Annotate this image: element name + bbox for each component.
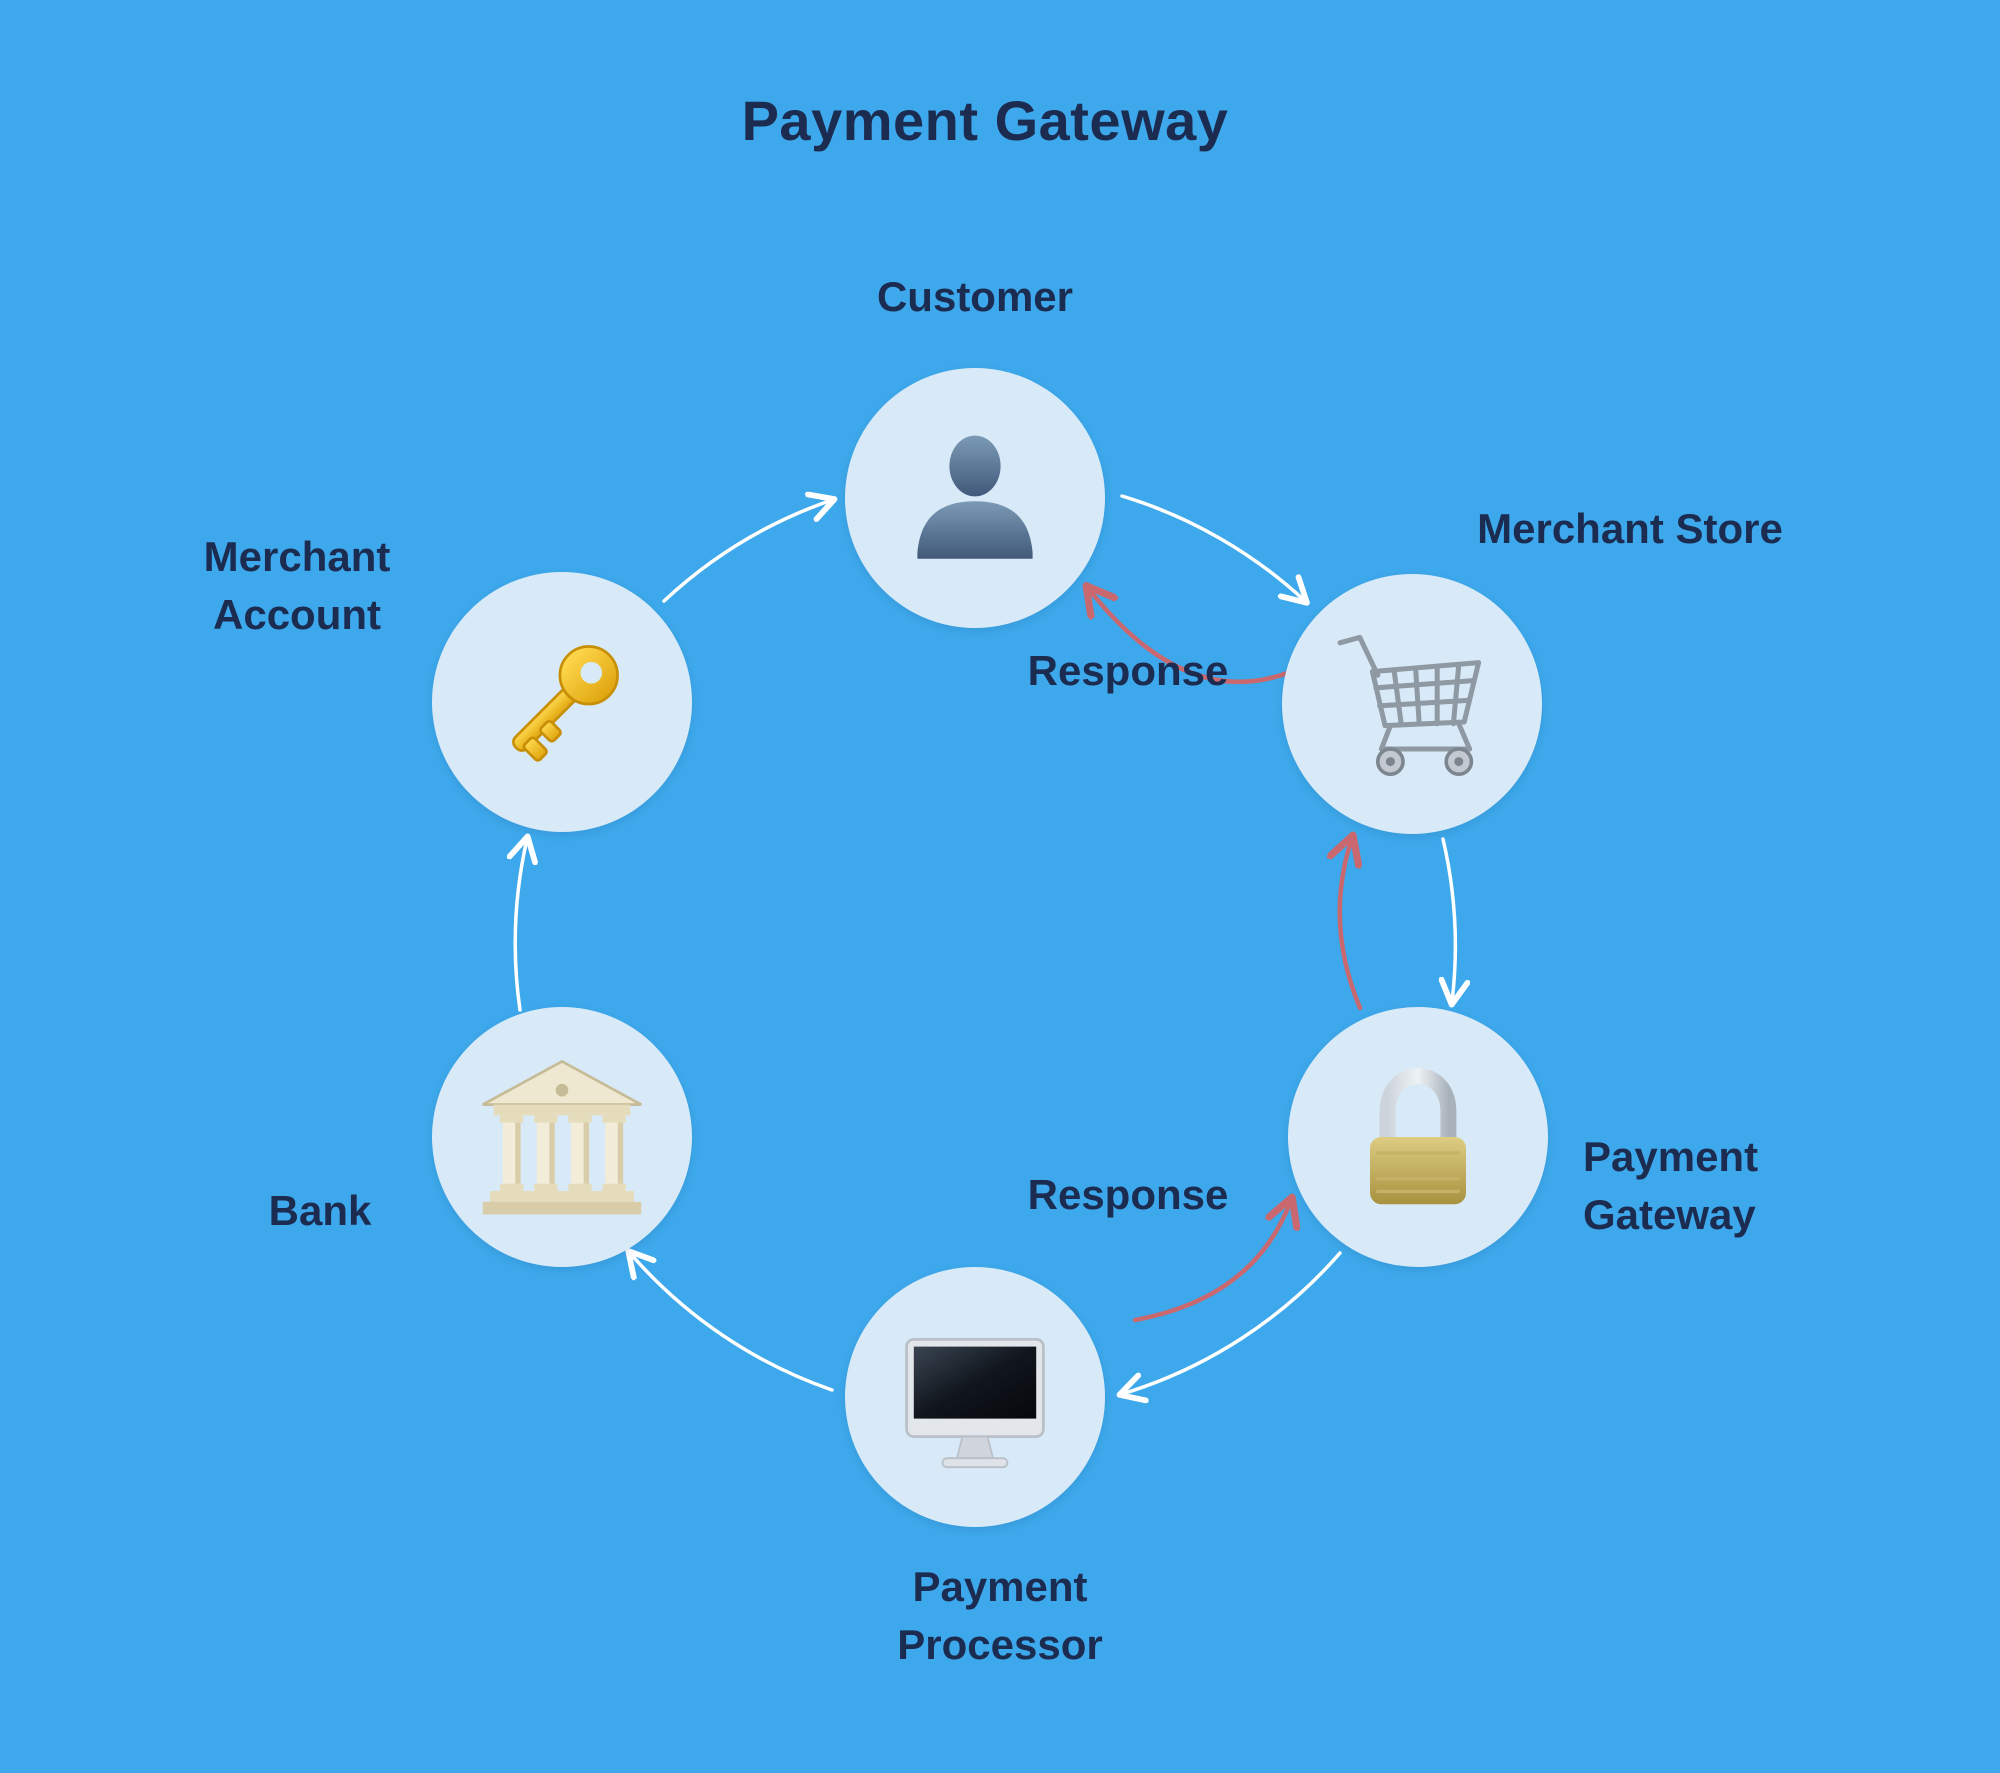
key-icon xyxy=(512,645,619,762)
node-payment-gateway xyxy=(1288,1007,1548,1267)
arrow-bank-to-merchant-account xyxy=(515,839,527,1012)
person-icon xyxy=(917,435,1033,559)
shopping-cart-icon xyxy=(1337,634,1482,776)
response-arrow-payment-gateway-to-merchant-store xyxy=(1340,838,1360,1011)
arrow-payment-gateway-to-payment-processor xyxy=(1122,1251,1342,1394)
padlock-icon xyxy=(1370,1068,1466,1205)
desktop-computer-icon xyxy=(905,1338,1045,1469)
diagram-title: Payment Gateway xyxy=(741,89,1229,152)
arrow-merchant-account-to-customer xyxy=(662,500,832,603)
bank-building-icon xyxy=(482,1059,642,1215)
arrow-merchant-store-to-payment-gateway xyxy=(1443,837,1455,1002)
node-label-bank: Bank xyxy=(268,1187,372,1234)
node-merchant-store xyxy=(1282,574,1542,834)
node-payment-processor xyxy=(845,1267,1105,1527)
node-merchant-account xyxy=(432,572,692,832)
node-label-merchant-account: Merchant Account xyxy=(203,533,391,638)
node-bank xyxy=(432,1007,692,1267)
arrow-payment-processor-to-bank xyxy=(630,1253,834,1392)
response-label-bottom: Response xyxy=(1027,1171,1229,1218)
node-label-payment-processor: Payment Processor xyxy=(897,1563,1103,1668)
response-label-top: Response xyxy=(1027,647,1229,694)
node-customer xyxy=(845,368,1105,628)
arrow-customer-to-merchant-store xyxy=(1120,494,1305,601)
node-label-merchant-store: Merchant Store xyxy=(1477,505,1783,552)
node-label-customer: Customer xyxy=(876,273,1074,320)
node-label-payment-gateway: Payment Gateway xyxy=(1583,1133,1759,1238)
